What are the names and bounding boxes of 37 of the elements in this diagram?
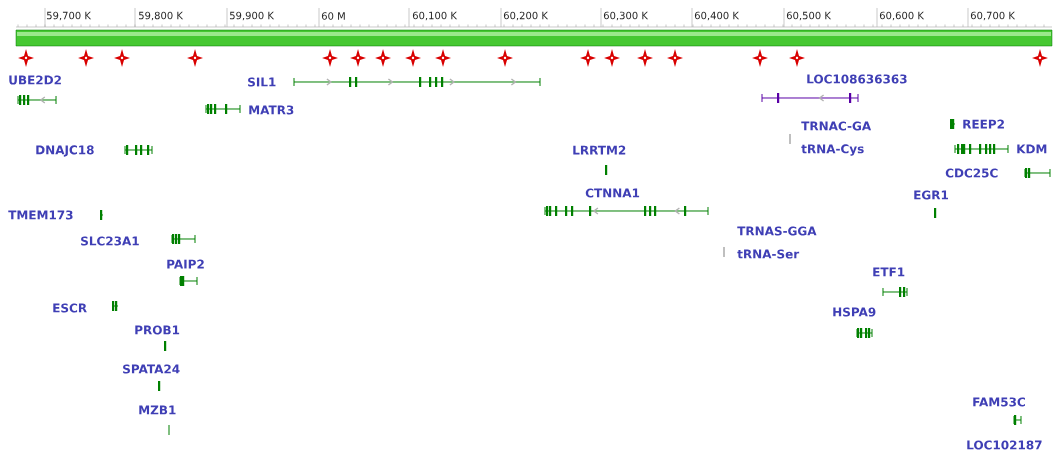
- gene-label: DNAJC18: [36, 145, 94, 157]
- gene-label: ESCR: [53, 303, 87, 313]
- gene-label: REEP2: [963, 119, 1004, 129]
- gene-label: HSPA9: [833, 307, 876, 317]
- gene-label: tRNA-Ser: [737, 249, 800, 259]
- gene-label: SLC23A1: [81, 236, 139, 246]
- tick-label: 60,100 K: [412, 11, 458, 21]
- tick-label: 59,700 K: [47, 11, 92, 21]
- gene-label: SIL1: [248, 77, 276, 87]
- gene-label: ETF1: [873, 267, 905, 277]
- gene-label: PROB1: [135, 325, 180, 335]
- tick-label: 60,400 K: [694, 11, 740, 21]
- gene-label: PAIP2: [167, 259, 204, 269]
- tick-label: 60,600 K: [879, 11, 925, 21]
- gene-label: tRNA-Cys: [801, 144, 864, 156]
- gene-label: LOC102187: [967, 440, 1042, 450]
- tick-label: 60,300 K: [603, 11, 649, 21]
- tick-label: 60 M: [321, 12, 345, 20]
- gene-label: KDM: [1017, 144, 1047, 154]
- gene-label: CDC25C: [945, 168, 998, 178]
- gene-label: MZB1: [139, 405, 176, 415]
- gene-label: LOC108636363: [807, 74, 907, 84]
- gene-label: TMEM173: [8, 210, 73, 220]
- tick-label: 60,700 K: [970, 11, 1016, 21]
- gene-label: CTNNA1: [585, 188, 640, 198]
- tick-label: 59,800 K: [139, 11, 184, 21]
- tick-label: 60,200 K: [503, 11, 549, 21]
- tick-label: 59,900 K: [230, 11, 275, 21]
- gene-label: TRNAC-GA: [801, 121, 872, 131]
- tick-label: 60,500 K: [786, 11, 832, 21]
- gene-label: MATR3: [249, 105, 294, 115]
- gene-label: UBE2D2: [9, 75, 61, 85]
- gene-label: SPATA24: [123, 364, 180, 374]
- gene-label: LRRTM2: [573, 145, 626, 155]
- gene-label: EGR1: [914, 190, 948, 200]
- gene-label: FAM53C: [973, 397, 1025, 407]
- gene-label: TRNAS-GGA: [737, 226, 817, 236]
